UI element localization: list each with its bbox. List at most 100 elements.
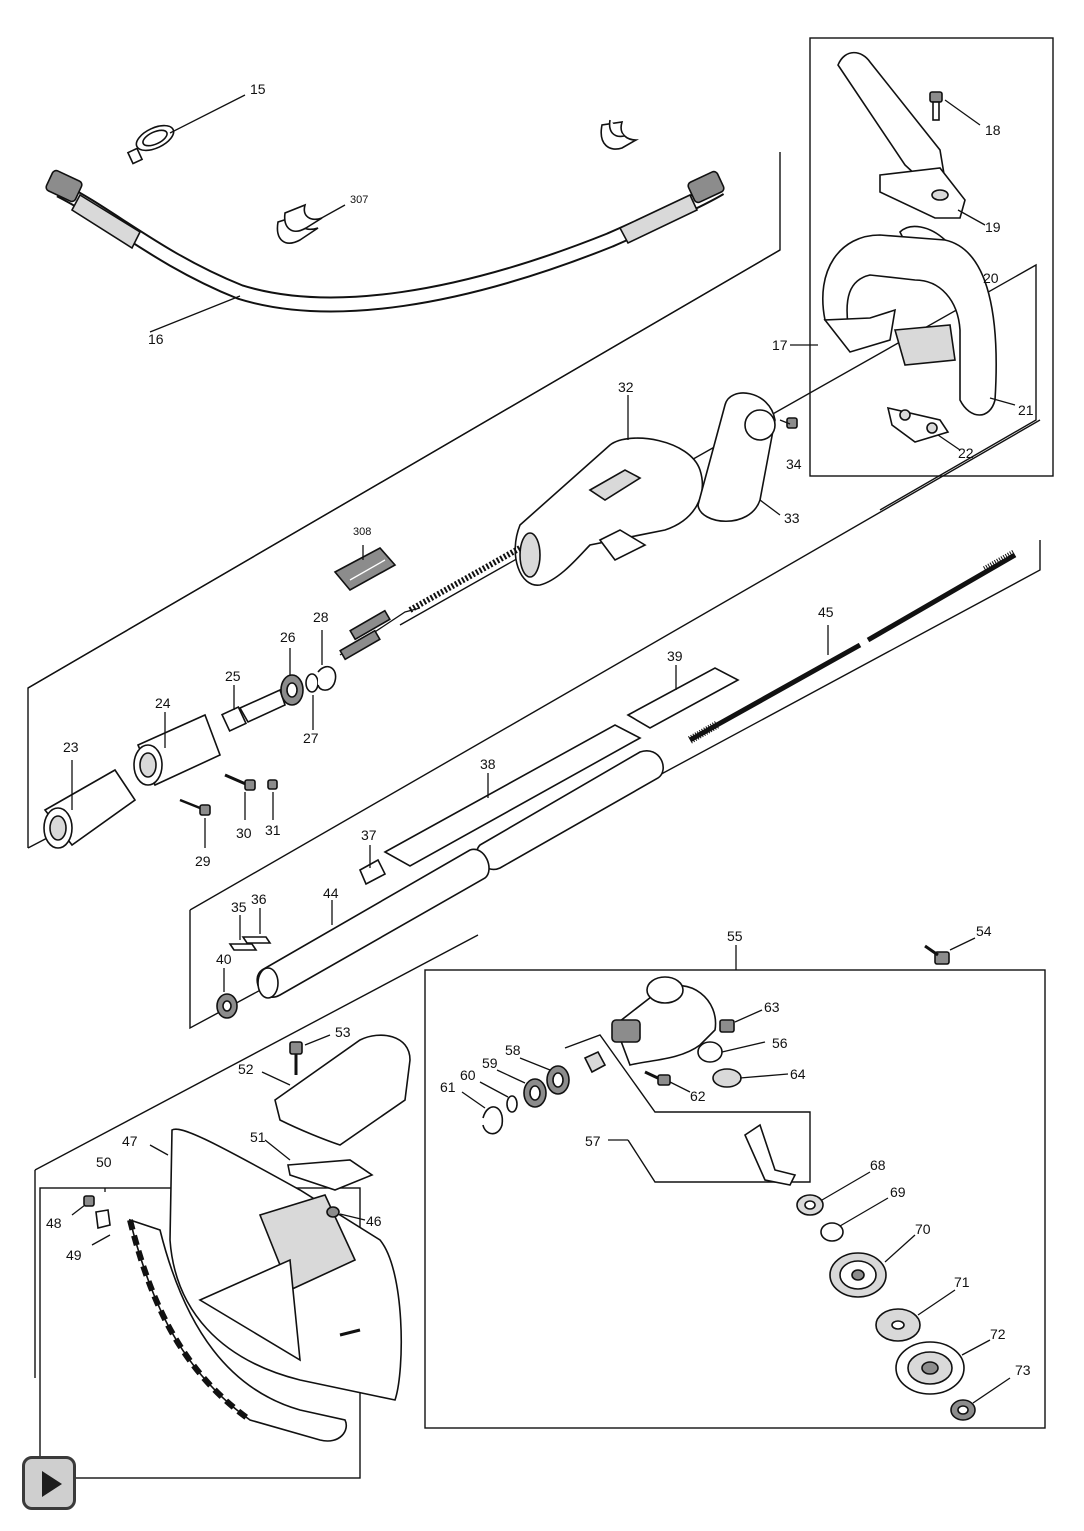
label-25: 25 [225,668,241,684]
label-37: 37 [361,827,377,843]
label-40: 40 [216,951,232,967]
play-icon [42,1471,62,1497]
part-31-screw [267,779,278,820]
part-53-screw [289,1034,331,1075]
label-45: 45 [818,604,834,620]
label-50: 50 [96,1154,112,1170]
part-61-snap-ring [461,1091,504,1135]
label-57: 57 [585,1133,601,1149]
label-24: 24 [155,695,171,711]
part-307-clip [276,203,346,244]
label-61: 61 [440,1079,456,1095]
part-59-bearing [496,1069,547,1108]
label-56: 56 [772,1035,788,1051]
part-45-drive-shaft [688,549,1017,744]
part-40-washer [216,968,238,1019]
part-69-ring [820,1197,889,1242]
label-27: 27 [303,730,319,746]
part-54-bolt [924,937,976,965]
label-32: 32 [618,379,634,395]
part-34-screw [779,417,798,429]
part-39-label [626,665,740,729]
label-30: 30 [236,825,252,841]
part-22-bracket [886,406,961,451]
part-60-ring [479,1081,518,1113]
label-58: 58 [505,1042,521,1058]
label-73: 73 [1015,1362,1031,1378]
part-25-coupling [220,685,286,733]
label-33: 33 [784,510,800,526]
label-53: 53 [335,1024,351,1040]
label-18: 18 [985,122,1001,138]
part-19-handle-lever [837,51,986,226]
label-68: 68 [870,1157,886,1173]
label-15: 15 [250,81,266,97]
part-cable-spring [339,545,522,661]
part-29-screw [179,798,211,848]
label-69: 69 [890,1184,906,1200]
part-44-tube [256,848,490,999]
part-15-clamp [126,94,246,165]
label-62: 62 [690,1088,706,1104]
part-62-bolt [644,1070,691,1093]
part-23-sleeve [43,760,137,849]
part-33-trigger-guard [697,392,781,522]
part-38-label [383,724,642,867]
part-63-nut [719,1009,763,1033]
part-68-seal [796,1171,871,1216]
part-46-nut [326,1206,366,1221]
part-70-holder [829,1234,916,1298]
label-17: 17 [772,337,788,353]
label-16: 16 [148,331,164,347]
part-56-plug [697,1041,766,1063]
label-63: 63 [764,999,780,1015]
part-47-guard [149,1128,403,1401]
part-clip-small [600,119,640,150]
part-26-bearing [280,648,304,706]
label-47: 47 [122,1133,138,1149]
part-50-blade-cover [104,1188,347,1442]
label-54: 54 [976,923,992,939]
part-72-cup [895,1339,991,1395]
part-71-washer [875,1289,956,1342]
part-28-snap-ring [317,630,337,691]
part-55-gear-case [611,945,737,1066]
label-20: 20 [983,270,999,286]
label-71: 71 [954,1274,970,1290]
label-31: 31 [265,822,281,838]
label-51: 51 [250,1129,266,1145]
part-49-plate [91,1209,111,1246]
label-26: 26 [280,629,296,645]
label-21: 21 [1018,402,1034,418]
part-24-clamp-tube [133,712,222,787]
part-52-clamp-cover [261,1034,411,1146]
part-35-36-shims [228,908,272,951]
label-44: 44 [323,885,339,901]
part-64-seal [712,1068,789,1088]
label-64: 64 [790,1066,806,1082]
label-48: 48 [46,1215,62,1231]
part-57-shaft-assembly [564,1034,811,1186]
label-35: 35 [231,899,247,915]
label-19: 19 [985,219,1001,235]
part-18-bolt [929,91,981,126]
play-button[interactable] [22,1456,76,1510]
part-48-screw [71,1195,95,1216]
part-37-label [358,845,387,886]
part-51-bracket [264,1139,374,1191]
label-59: 59 [482,1055,498,1071]
label-52: 52 [238,1061,254,1077]
label-29: 29 [195,853,211,869]
label-55: 55 [727,928,743,944]
label-49: 49 [66,1247,82,1263]
part-27-ring [305,673,319,730]
part-58-bearing [519,1057,570,1095]
part-32-throttle-housing [514,395,704,586]
part-16-flex-shaft [45,169,725,333]
part-73-nut [950,1377,1011,1421]
label-46: 46 [366,1213,382,1229]
label-39: 39 [667,648,683,664]
label-22: 22 [958,445,974,461]
label-72: 72 [990,1326,1006,1342]
